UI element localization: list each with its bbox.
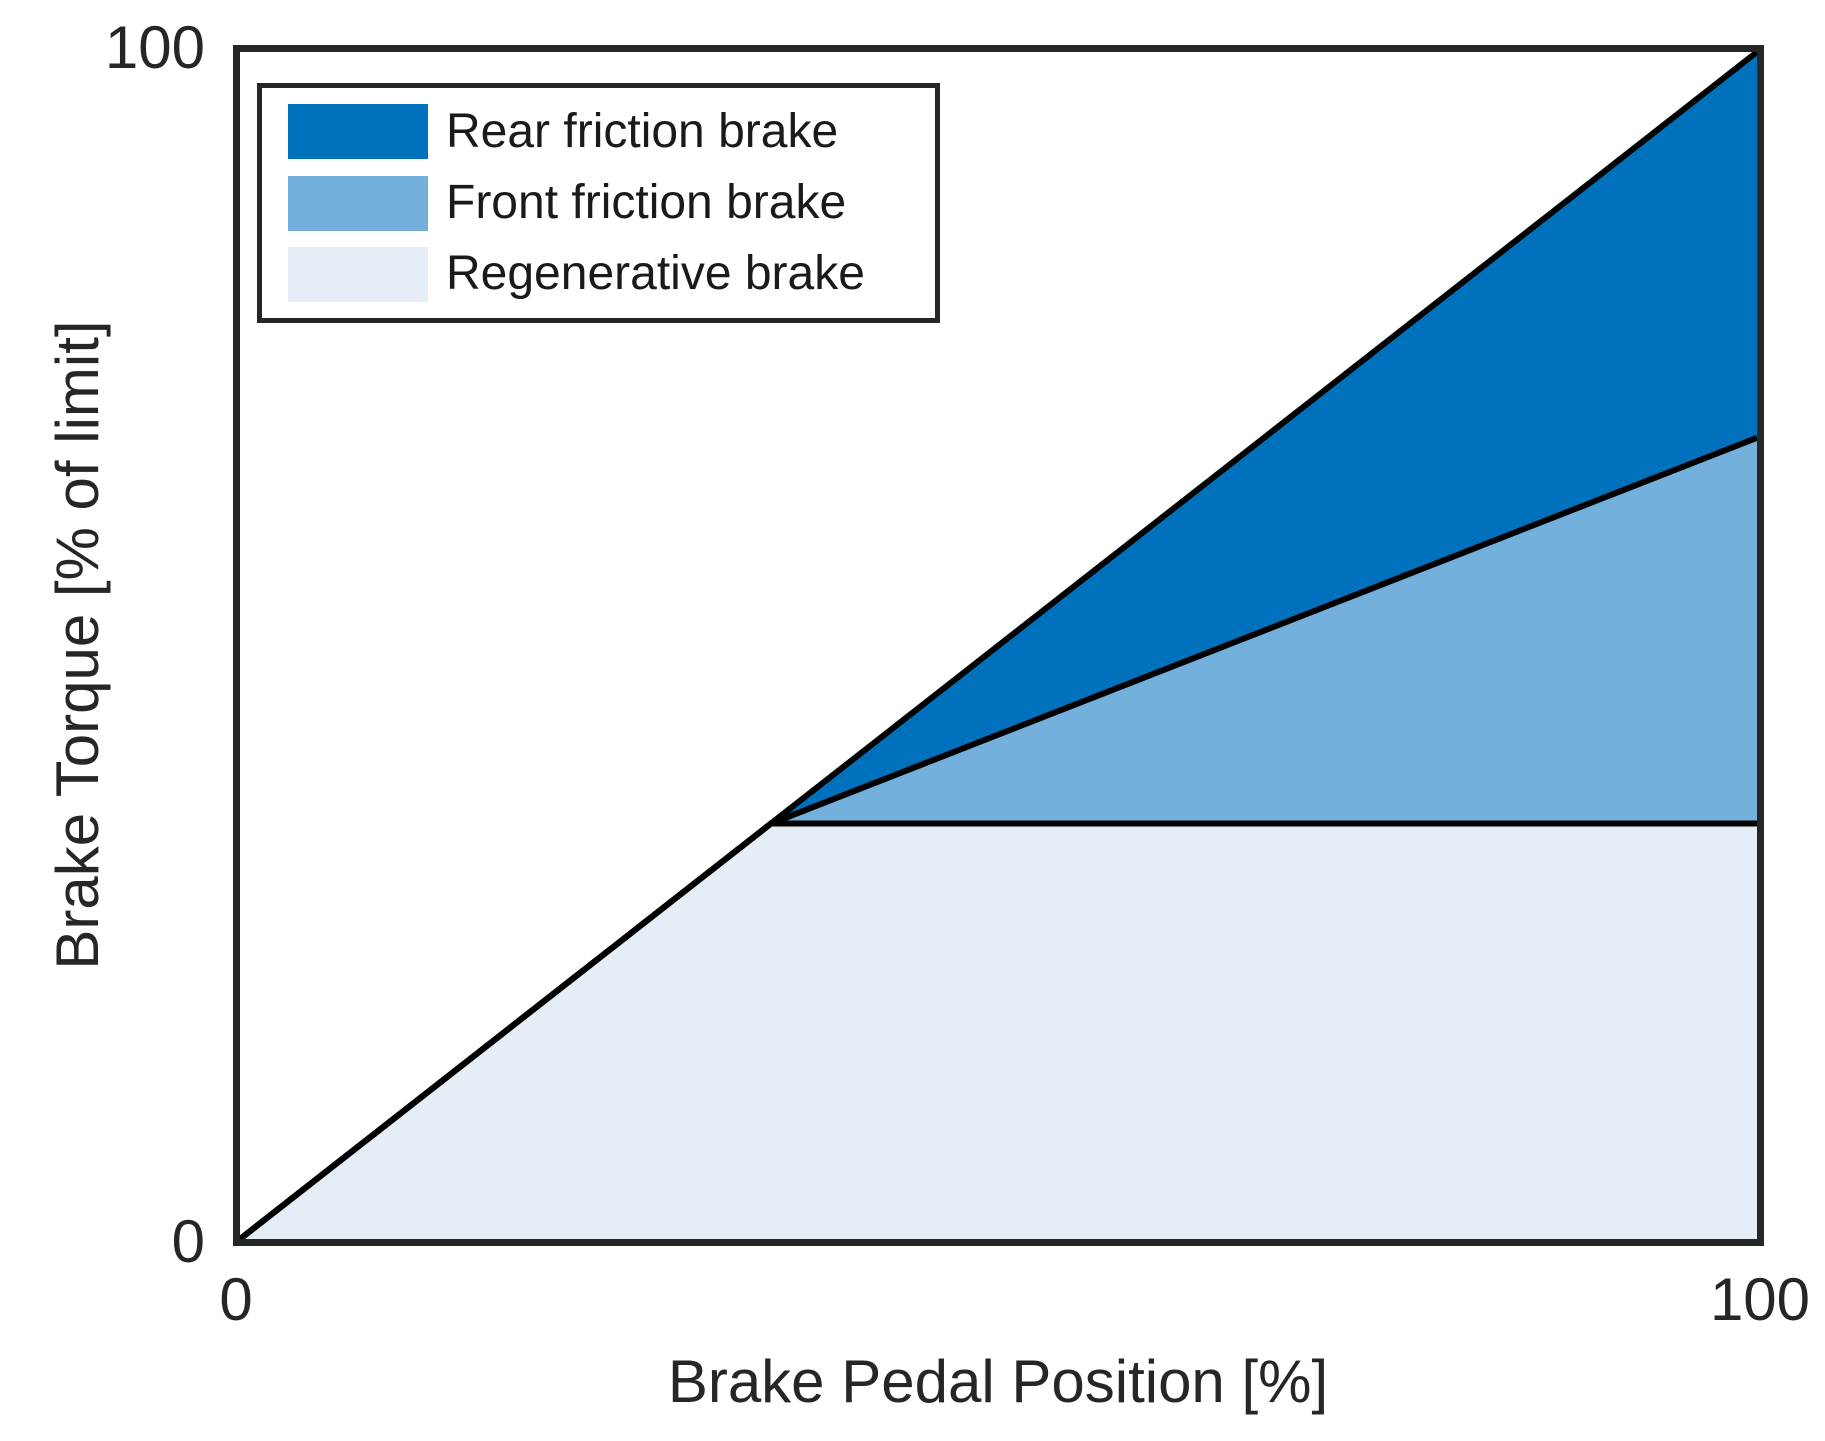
legend-item-regenerative-brake: Regenerative brake	[288, 246, 935, 302]
area-front-friction-brake	[240, 437, 1757, 1239]
x-axis-label: Brake Pedal Position [%]	[667, 1348, 1329, 1415]
legend-swatch-rear-friction-brake	[288, 104, 428, 160]
chart-canvas	[240, 52, 1757, 1239]
legend-swatch-regenerative-brake	[288, 246, 428, 302]
plot-area	[233, 45, 1764, 1246]
y-axis-tick-0: 0	[171, 1208, 205, 1275]
y-axis-tick-100: 100	[104, 14, 205, 81]
legend-swatch-front-friction-brake	[288, 175, 428, 231]
legend-label: Regenerative brake	[446, 247, 865, 301]
legend-item-rear-friction-brake: Rear friction brake	[288, 104, 935, 160]
y-axis-label: Brake Torque [% of limit]	[44, 320, 111, 970]
legend-label: Rear friction brake	[446, 104, 839, 158]
x-axis-tick-0: 0	[219, 1266, 253, 1333]
area-regenerative-brake	[240, 823, 1757, 1239]
x-axis-tick-100: 100	[1709, 1266, 1811, 1333]
legend: Rear friction brake Front friction brake…	[257, 83, 940, 323]
legend-label: Front friction brake	[446, 176, 847, 229]
edge-rear-friction-brake	[240, 52, 1757, 1239]
legend-item-front-friction-brake: Front friction brake	[288, 175, 935, 231]
